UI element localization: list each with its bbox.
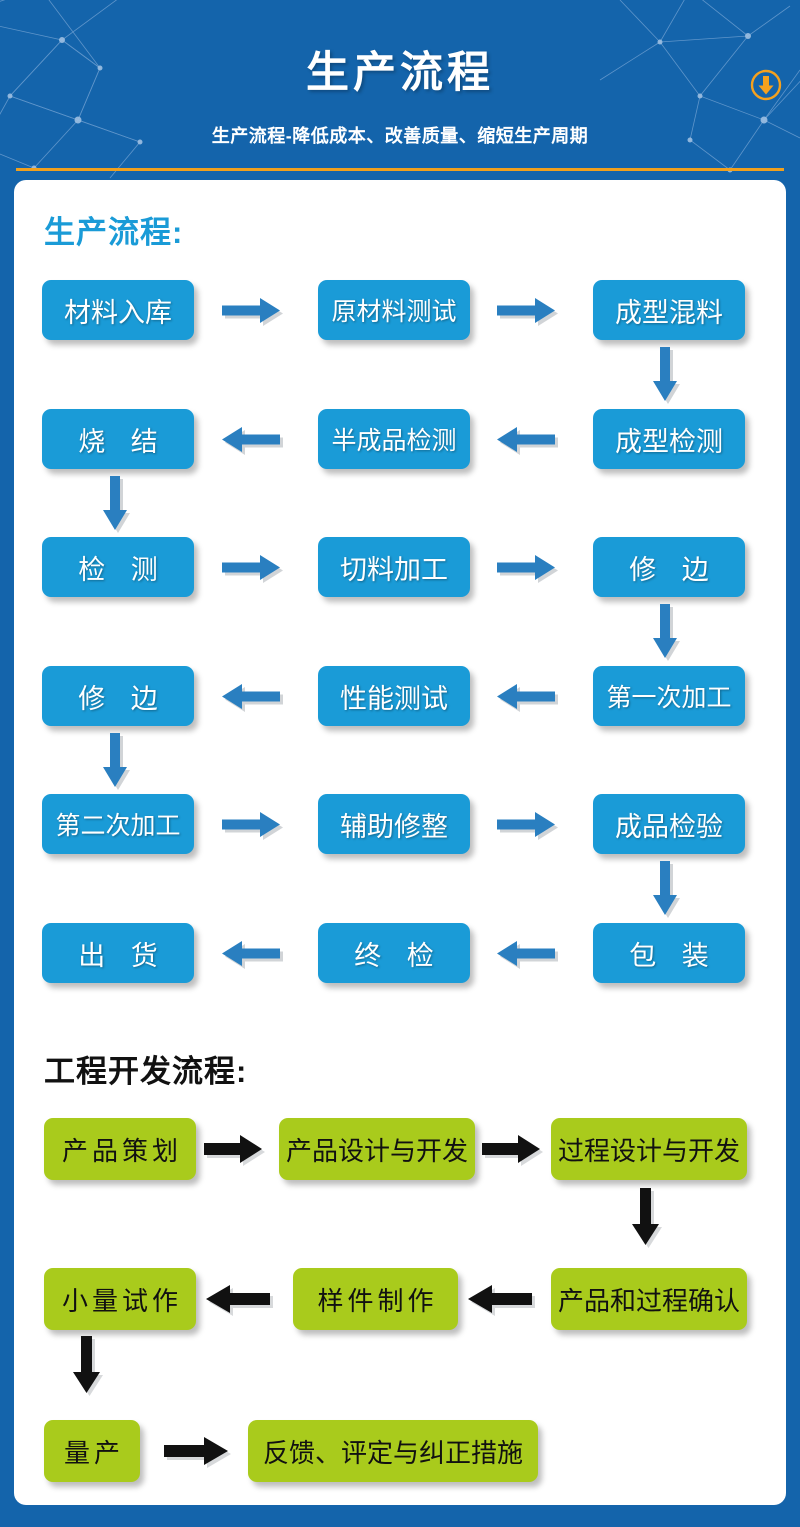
node-p12[interactable]: 修 边 [42, 666, 194, 726]
node-p6[interactable]: 烧 结 [42, 409, 194, 469]
arrow-p10-p11 [497, 683, 567, 712]
node-e6[interactable]: 小量试作 [44, 1268, 196, 1330]
node-p15[interactable]: 成品检验 [593, 794, 745, 854]
arrow-p15-p16 [653, 861, 688, 923]
arrow-p4-p5 [497, 426, 567, 455]
arrow-e1-e2 [204, 1135, 274, 1166]
arrow-p6-p7 [103, 476, 138, 538]
download-circle-icon[interactable] [750, 69, 782, 101]
node-p17[interactable]: 终 检 [318, 923, 470, 983]
node-p14[interactable]: 辅助修整 [318, 794, 470, 854]
arrow-p9-p10 [653, 604, 688, 666]
arrow-p14-p15 [497, 811, 567, 840]
node-p4[interactable]: 成型检测 [593, 409, 745, 469]
node-p9[interactable]: 修 边 [593, 537, 745, 597]
node-p13[interactable]: 第二次加工 [42, 794, 194, 854]
arrow-p17-p18 [222, 940, 292, 969]
arrow-p8-p9 [497, 554, 567, 583]
page-subtitle: 生产流程-降低成本、改善质量、缩短生产周期 [211, 126, 589, 146]
node-e3[interactable]: 过程设计与开发 [551, 1118, 747, 1180]
node-p10[interactable]: 第一次加工 [593, 666, 745, 726]
node-p7[interactable]: 检 测 [42, 537, 194, 597]
section-heading-production: 生产流程: [44, 215, 184, 250]
arrow-p5-p6 [222, 426, 292, 455]
arrow-p3-p4 [653, 347, 688, 409]
node-p2[interactable]: 原材料测试 [318, 280, 470, 340]
page-title: 生产流程 [306, 49, 494, 97]
node-e1[interactable]: 产品策划 [44, 1118, 196, 1180]
node-p16[interactable]: 包 装 [593, 923, 745, 983]
arrow-e3-e4 [632, 1188, 668, 1252]
arrow-p7-p8 [222, 554, 292, 583]
node-p5[interactable]: 半成品检测 [318, 409, 470, 469]
node-e8[interactable]: 反馈、评定与纠正措施 [248, 1420, 538, 1482]
arrow-p11-p12 [222, 683, 292, 712]
arrow-e7-e8 [164, 1437, 240, 1468]
arrow-e6-e7 [73, 1336, 109, 1400]
arrow-e4-e5 [468, 1285, 544, 1316]
section-heading-engineering: 工程开发流程: [44, 1054, 248, 1089]
arrow-p1-p2 [222, 297, 292, 326]
arrow-p13-p14 [222, 811, 292, 840]
node-e7[interactable]: 量产 [44, 1420, 140, 1482]
node-p3[interactable]: 成型混料 [593, 280, 745, 340]
node-p11[interactable]: 性能测试 [318, 666, 470, 726]
node-p8[interactable]: 切料加工 [318, 537, 470, 597]
page-header: 生产流程 生产流程-降低成本、改善质量、缩短生产周期 [0, 0, 800, 180]
arrow-p12-p13 [103, 733, 138, 795]
node-e5[interactable]: 样件制作 [293, 1268, 458, 1330]
node-e4[interactable]: 产品和过程确认 [551, 1268, 747, 1330]
node-e2[interactable]: 产品设计与开发 [279, 1118, 475, 1180]
arrow-e2-e3 [482, 1135, 552, 1166]
arrow-p2-p3 [497, 297, 567, 326]
node-p1[interactable]: 材料入库 [42, 280, 194, 340]
node-p18[interactable]: 出 货 [42, 923, 194, 983]
header-accent-rule [16, 168, 784, 171]
arrow-e5-e6 [206, 1285, 282, 1316]
arrow-p16-p17 [497, 940, 567, 969]
